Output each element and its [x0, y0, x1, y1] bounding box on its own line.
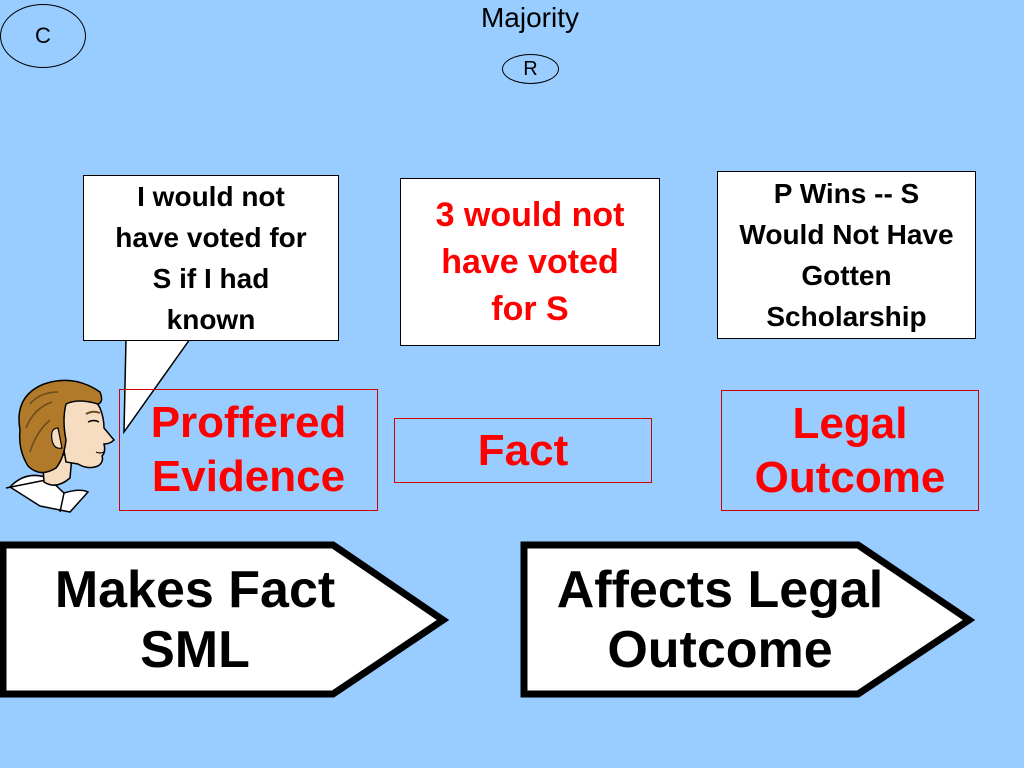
middle-note-text: 3 would not have voted for S — [435, 195, 625, 328]
fact-text: Fact — [477, 425, 569, 475]
legal-outcome-label: Legal Outcome — [721, 390, 979, 511]
affects-legal-arrow-text: Affects Legal Outcome — [530, 555, 910, 685]
affects-legal-arrow-shape — [520, 541, 976, 698]
proffered-evidence-label: Proffered Evidence — [119, 389, 378, 511]
legal-outcome-text: Legal Outcome — [754, 398, 946, 502]
speech-bubble: I would not have voted for S if I had kn… — [83, 175, 339, 341]
proffered-evidence-text: Proffered Evidence — [150, 398, 347, 501]
speech-bubble-text: I would not have voted for S if I had kn… — [115, 181, 307, 335]
fact-label: Fact — [394, 418, 652, 483]
middle-note-box: 3 would not have voted for S — [400, 178, 660, 346]
right-note-text: P Wins -- S Would Not Have Gotten Schola… — [739, 178, 954, 332]
slide-title: Majority — [480, 2, 579, 33]
r-oval-label: R — [502, 54, 559, 84]
juror-head-icon — [5, 379, 116, 513]
right-note-box: P Wins -- S Would Not Have Gotten Schola… — [717, 171, 976, 339]
c-oval-label: C — [0, 4, 86, 68]
makes-fact-arrow-shape — [0, 541, 450, 698]
makes-fact-arrow-text: Makes Fact SML — [10, 555, 380, 685]
affects-legal-arrow-label: Affects Legal Outcome — [556, 561, 884, 679]
makes-fact-arrow-label: Makes Fact SML — [54, 561, 336, 679]
